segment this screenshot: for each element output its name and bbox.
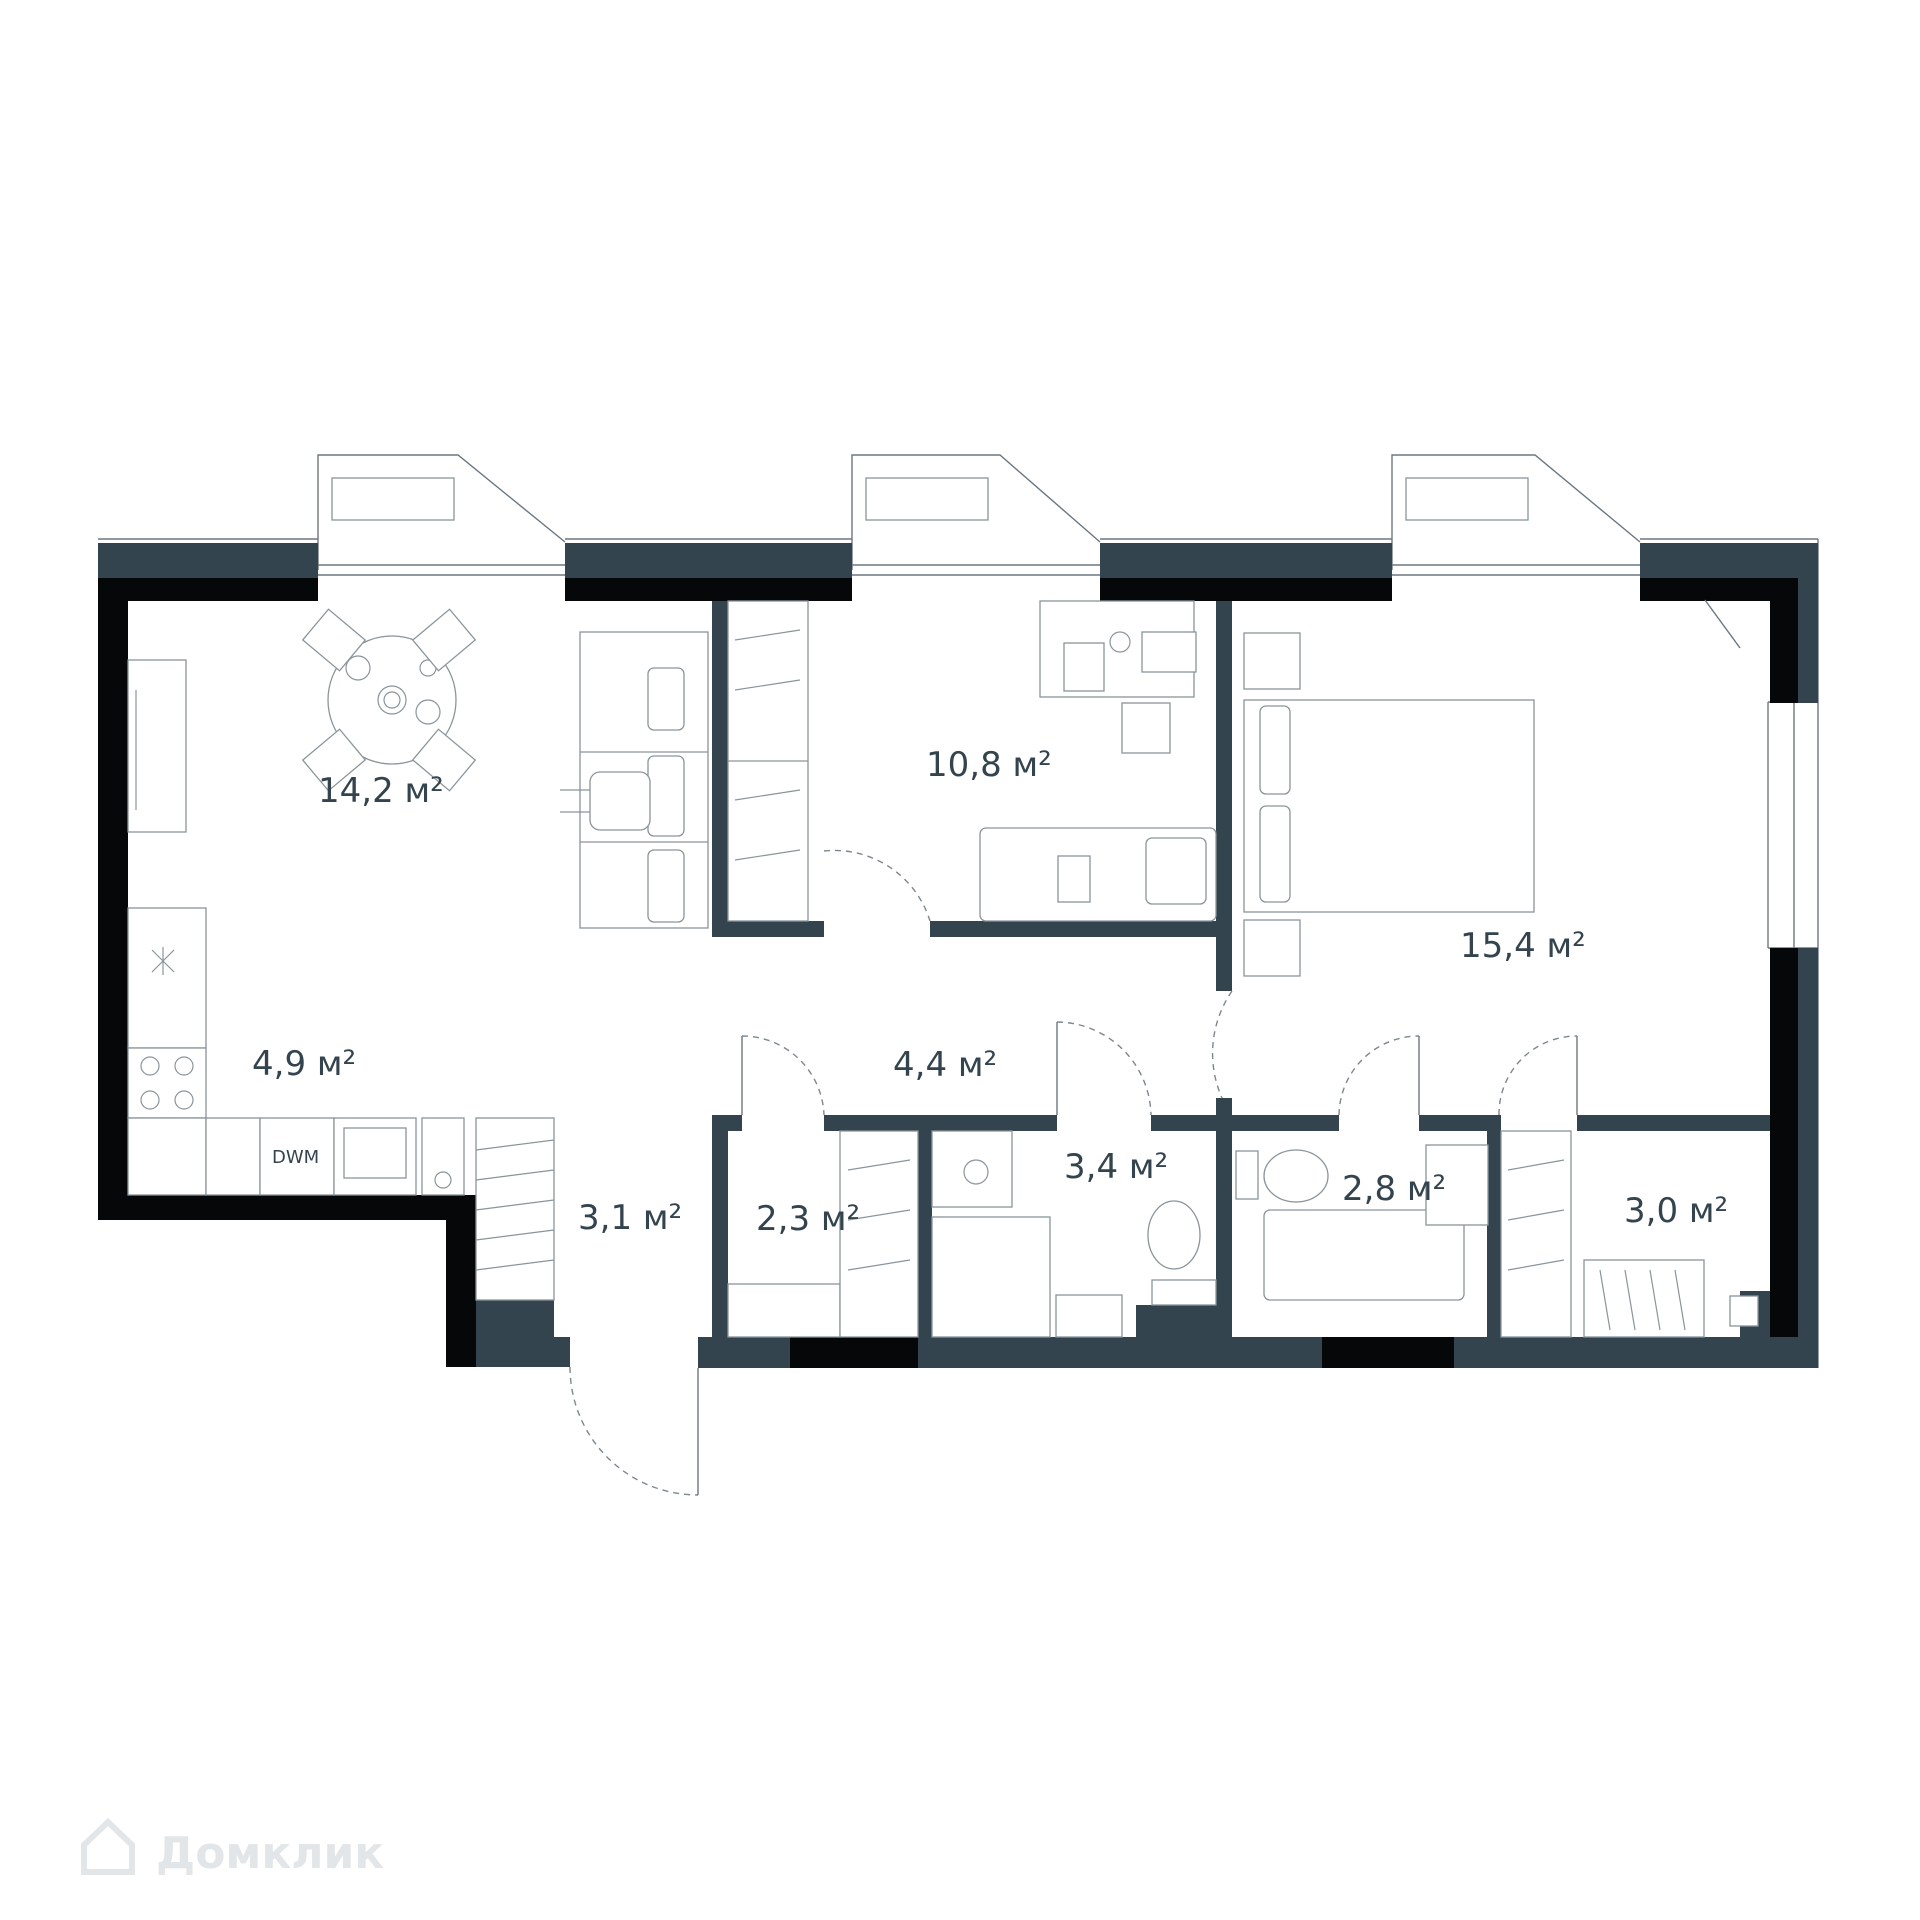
area-label-bedroom-small: 10,8 м² [926, 745, 1052, 785]
bathroom-1-fixtures [931, 1130, 1217, 1338]
watermark-text: Домклик [156, 1828, 384, 1879]
door-swings [569, 599, 1741, 1496]
wardrobe-fixtures [1500, 1130, 1759, 1338]
small-bedroom-wardrobe [727, 600, 809, 922]
entry-wardrobe [475, 1117, 555, 1301]
area-label-kitchen: 4,9 м² [252, 1044, 356, 1084]
person-reading-icon [560, 771, 651, 831]
tv-unit-icon [127, 659, 187, 833]
interior-walls [476, 601, 1770, 1337]
exhaust-icon [151, 947, 175, 975]
kitchen-units [127, 907, 465, 1196]
area-label-bedroom-large: 15,4 м² [1460, 926, 1586, 966]
area-label-hall: 4,4 м² [893, 1045, 997, 1085]
single-bed-icon [979, 827, 1217, 922]
balcony-right [1391, 454, 1641, 570]
watermark-logo: Домклик [81, 1817, 384, 1879]
desk-icon [1039, 600, 1197, 754]
balcony-left [317, 454, 566, 570]
storage-shelves [727, 1130, 919, 1338]
bathroom-2-fixtures [1235, 1144, 1489, 1301]
exterior-walls [98, 543, 1818, 1368]
area-label-entry: 3,1 м² [578, 1198, 682, 1238]
area-label-bathroom-1: 3,4 м² [1064, 1147, 1168, 1187]
area-label-bathroom-2: 2,8 м² [1342, 1169, 1446, 1209]
balcony-middle [851, 454, 1101, 570]
double-bed-icon [1243, 632, 1535, 977]
dining-table-icon [301, 608, 477, 792]
area-label-wardrobe: 3,0 м² [1624, 1191, 1728, 1231]
area-label-living: 14,2 м² [318, 771, 444, 811]
area-label-storage: 2,3 м² [756, 1199, 860, 1239]
dishwasher-label: DWM [272, 1147, 319, 1168]
